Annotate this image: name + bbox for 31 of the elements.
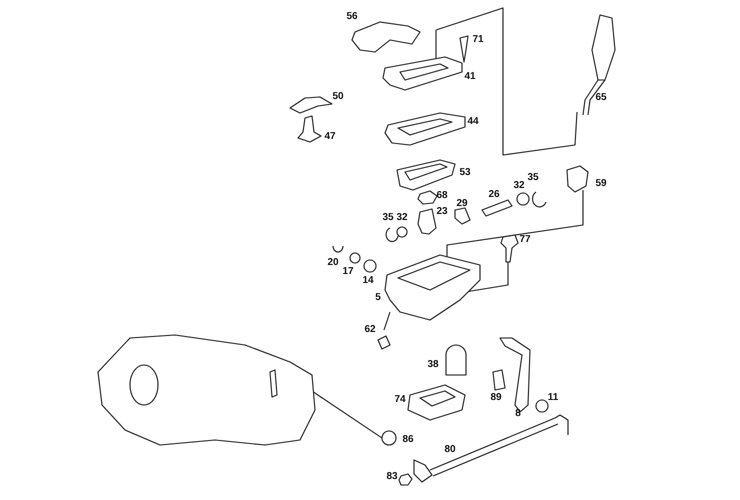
callout-number: 62 (364, 325, 376, 335)
callout-number: 32 (513, 181, 525, 191)
callout-number: 53 (459, 168, 471, 178)
callout-number: 26 (488, 190, 500, 200)
callout-number: 71 (472, 35, 484, 45)
callout-number: 77 (519, 235, 531, 245)
callout-number: 68 (436, 191, 448, 201)
callout-number: 86 (402, 435, 414, 445)
callout-number: 83 (386, 472, 398, 482)
callout-number: 59 (595, 179, 607, 189)
callout-number: 44 (467, 117, 479, 127)
callout-number: 47 (324, 132, 336, 142)
callout-number: 50 (332, 92, 344, 102)
callout-number: 56 (346, 12, 358, 22)
callout-number: 29 (456, 199, 468, 209)
callout-number: 8 (515, 409, 521, 419)
callout-number: 74 (394, 395, 406, 405)
callout-number: 17 (342, 267, 354, 277)
callout-number: 32 (396, 213, 408, 223)
callout-number: 11 (548, 393, 558, 403)
callout-number: 20 (327, 258, 339, 268)
callout-number: 38 (427, 360, 439, 370)
callout-number: 23 (436, 207, 448, 217)
callout-number: 80 (444, 445, 456, 455)
callout-number: 35 (527, 173, 539, 183)
callout-number: 65 (595, 93, 607, 103)
callout-number: 14 (362, 276, 374, 286)
callout-number: 89 (490, 393, 502, 403)
callout-number: 35 (382, 213, 394, 223)
callout-number: 41 (464, 72, 476, 82)
callout-number: 5 (375, 293, 381, 303)
